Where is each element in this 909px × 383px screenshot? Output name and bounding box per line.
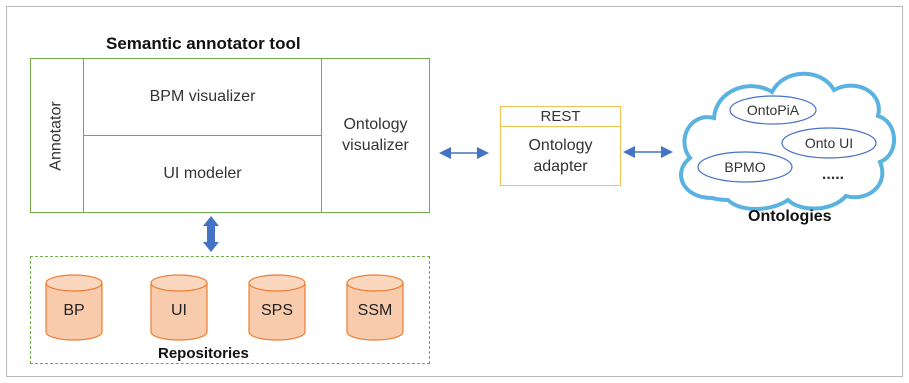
ontology-onto-ui: Onto UI bbox=[804, 134, 854, 151]
ontology-bpmo: BPMO bbox=[724, 158, 766, 175]
repositories-box bbox=[30, 256, 430, 364]
ontology-visualizer-line1: Ontology bbox=[343, 115, 408, 133]
ontology-adapter-body: Ontology adapter bbox=[500, 127, 621, 186]
annotator-tool-title: Semantic annotator tool bbox=[106, 34, 301, 53]
bpmo-ellipse bbox=[697, 151, 793, 183]
repository-bp-label: BP bbox=[63, 301, 85, 319]
ontology-ontopia: OntoPiA bbox=[746, 101, 800, 118]
cylinder-ui bbox=[150, 274, 208, 341]
ontologies-title: Ontologies bbox=[748, 208, 832, 225]
repository-ui-label: UI bbox=[171, 301, 187, 319]
repository-ssm-label: SSM bbox=[357, 301, 393, 319]
repositories-title: Repositories bbox=[158, 345, 249, 362]
cylinder-sps bbox=[248, 274, 306, 341]
onto-ui-ellipse bbox=[781, 127, 877, 159]
ontology-adapter-line1: Ontology bbox=[528, 136, 593, 154]
ontology-visualizer-line2: visualizer bbox=[342, 136, 409, 154]
ontopia-ellipse bbox=[729, 95, 817, 125]
ontology-adapter-line2: adapter bbox=[533, 157, 588, 175]
bpm-visualizer-label: BPM visualizer bbox=[149, 87, 256, 105]
rest-header: REST bbox=[500, 106, 621, 127]
ontology-ellipsis: ..... bbox=[821, 165, 845, 183]
arrow-tool-repositories bbox=[203, 216, 219, 252]
cylinder-bp bbox=[45, 274, 103, 341]
ontology-visualizer-box: Ontology visualizer bbox=[321, 58, 430, 213]
rest-label: REST bbox=[540, 107, 581, 125]
ui-modeler-label: UI modeler bbox=[163, 164, 242, 182]
diagram-frame bbox=[6, 6, 903, 377]
repository-sps-label: SPS bbox=[260, 301, 293, 319]
cylinder-ssm bbox=[346, 274, 404, 341]
